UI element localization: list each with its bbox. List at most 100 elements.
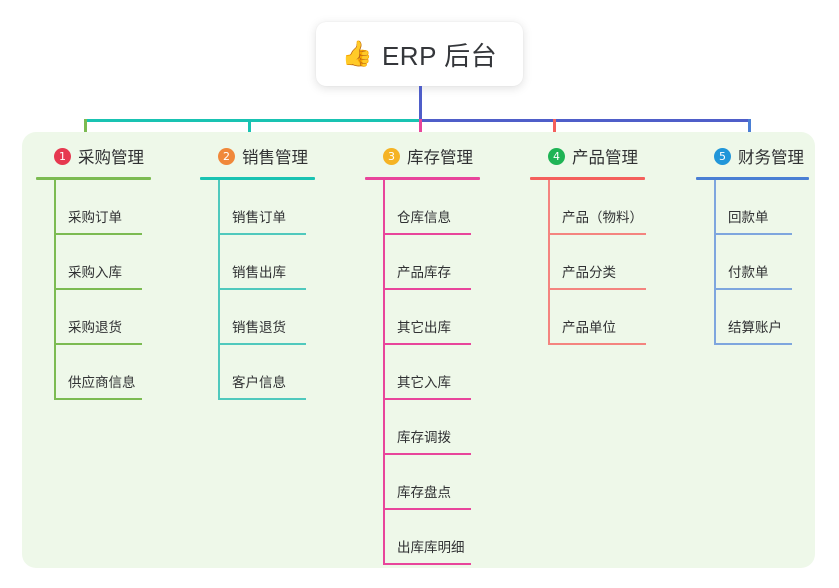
column-items: 采购订单采购入库采购退货供应商信息	[36, 180, 186, 400]
list-item[interactable]: 库存盘点	[365, 455, 515, 510]
list-item-label: 结算账户	[728, 320, 782, 335]
root-node[interactable]: 👍 ERP 后台	[316, 22, 523, 86]
list-item-rule	[54, 343, 142, 345]
list-item[interactable]: 库存调拨	[365, 400, 515, 455]
list-item-rule	[54, 233, 142, 235]
list-item-label: 回款单	[728, 210, 769, 225]
column-items: 销售订单销售出库销售退货客户信息	[200, 180, 350, 400]
list-item-label: 采购入库	[68, 265, 122, 280]
list-item-label: 采购退货	[68, 320, 122, 335]
list-item-rule	[218, 398, 306, 400]
list-item-rule	[218, 288, 306, 290]
column-rule	[36, 177, 151, 180]
list-item-rule	[714, 233, 792, 235]
list-item-label: 产品（物料）	[562, 210, 643, 225]
list-item-label: 产品库存	[397, 265, 451, 280]
list-item-label: 客户信息	[232, 375, 286, 390]
list-item-rule	[383, 508, 471, 510]
list-item[interactable]: 结算账户	[696, 290, 839, 345]
list-item[interactable]: 产品分类	[530, 235, 680, 290]
connector-stem-2	[248, 119, 251, 144]
column-header-5[interactable]: 5 财务管理	[696, 144, 839, 168]
list-item[interactable]: 采购入库	[36, 235, 186, 290]
list-item-label: 其它入库	[397, 375, 451, 390]
column-title: 采购管理	[78, 149, 144, 167]
list-item-rule	[548, 343, 646, 345]
thumbs-up-icon: 👍	[341, 39, 373, 68]
list-item-label: 采购订单	[68, 210, 122, 225]
list-item-rule	[383, 288, 471, 290]
connector-bar-left	[84, 119, 422, 122]
connector-stem-1	[84, 119, 87, 144]
column-header-1[interactable]: 1 采购管理	[36, 144, 186, 168]
badge-number-icon: 3	[383, 147, 400, 165]
badge-number-icon: 4	[548, 147, 565, 165]
list-item-label: 销售订单	[232, 210, 286, 225]
list-item-rule	[383, 233, 471, 235]
list-item-rule	[714, 343, 792, 345]
column-rule	[696, 177, 809, 180]
column-title: 财务管理	[738, 149, 804, 167]
column-1: 1 采购管理采购订单采购入库采购退货供应商信息	[36, 144, 186, 400]
list-item-label: 付款单	[728, 265, 769, 280]
root-title: ERP 后台	[381, 40, 498, 71]
list-item-rule	[714, 288, 792, 290]
connector-stem-5	[748, 119, 751, 144]
column-header-3[interactable]: 3 库存管理	[365, 144, 515, 168]
column-rule	[365, 177, 480, 180]
column-title: 库存管理	[407, 149, 473, 167]
list-item[interactable]: 采购订单	[36, 180, 186, 235]
list-item[interactable]: 出库库明细	[365, 510, 515, 565]
list-item[interactable]: 供应商信息	[36, 345, 186, 400]
diagram-panel	[22, 132, 815, 568]
list-item[interactable]: 其它出库	[365, 290, 515, 345]
list-item[interactable]: 销售退货	[200, 290, 350, 345]
list-item-rule	[383, 398, 471, 400]
connector-root-stem	[419, 86, 422, 122]
list-item-rule	[548, 233, 646, 235]
connector-stem-4	[553, 119, 556, 144]
list-item-label: 销售出库	[232, 265, 286, 280]
column-rule	[530, 177, 645, 180]
list-item-rule	[383, 563, 471, 565]
list-item-label: 仓库信息	[397, 210, 451, 225]
list-item-label: 产品分类	[562, 265, 616, 280]
column-3: 3 库存管理仓库信息产品库存其它出库其它入库库存调拨库存盘点出库库明细	[365, 144, 515, 565]
column-items: 仓库信息产品库存其它出库其它入库库存调拨库存盘点出库库明细	[365, 180, 515, 565]
list-item[interactable]: 客户信息	[200, 345, 350, 400]
list-item-rule	[54, 288, 142, 290]
column-items: 回款单付款单结算账户	[696, 180, 839, 345]
list-item-rule	[383, 453, 471, 455]
list-item-label: 库存盘点	[397, 485, 451, 500]
badge-number-icon: 1	[54, 147, 71, 165]
column-stem	[218, 180, 220, 400]
list-item-label: 库存调拨	[397, 430, 451, 445]
list-item[interactable]: 产品库存	[365, 235, 515, 290]
list-item[interactable]: 采购退货	[36, 290, 186, 345]
badge-number-icon: 5	[714, 147, 731, 165]
column-items: 产品（物料） 产品分类产品单位	[530, 180, 680, 345]
column-stem	[383, 180, 385, 565]
list-item[interactable]: 产品单位	[530, 290, 680, 345]
list-item-rule	[218, 343, 306, 345]
list-item-rule	[54, 398, 142, 400]
list-item-rule	[548, 288, 646, 290]
column-rule	[200, 177, 315, 180]
list-item-label: 产品单位	[562, 320, 616, 335]
list-item[interactable]: 仓库信息	[365, 180, 515, 235]
list-item[interactable]: 销售出库	[200, 235, 350, 290]
connector-stem-3	[419, 119, 422, 144]
list-item-rule	[383, 343, 471, 345]
list-item-rule	[218, 233, 306, 235]
list-item[interactable]: 产品（物料）	[530, 180, 680, 235]
list-item-label: 其它出库	[397, 320, 451, 335]
list-item[interactable]: 销售订单	[200, 180, 350, 235]
list-item[interactable]: 回款单	[696, 180, 839, 235]
column-5: 5 财务管理回款单付款单结算账户	[696, 144, 839, 345]
list-item[interactable]: 其它入库	[365, 345, 515, 400]
list-item[interactable]: 付款单	[696, 235, 839, 290]
